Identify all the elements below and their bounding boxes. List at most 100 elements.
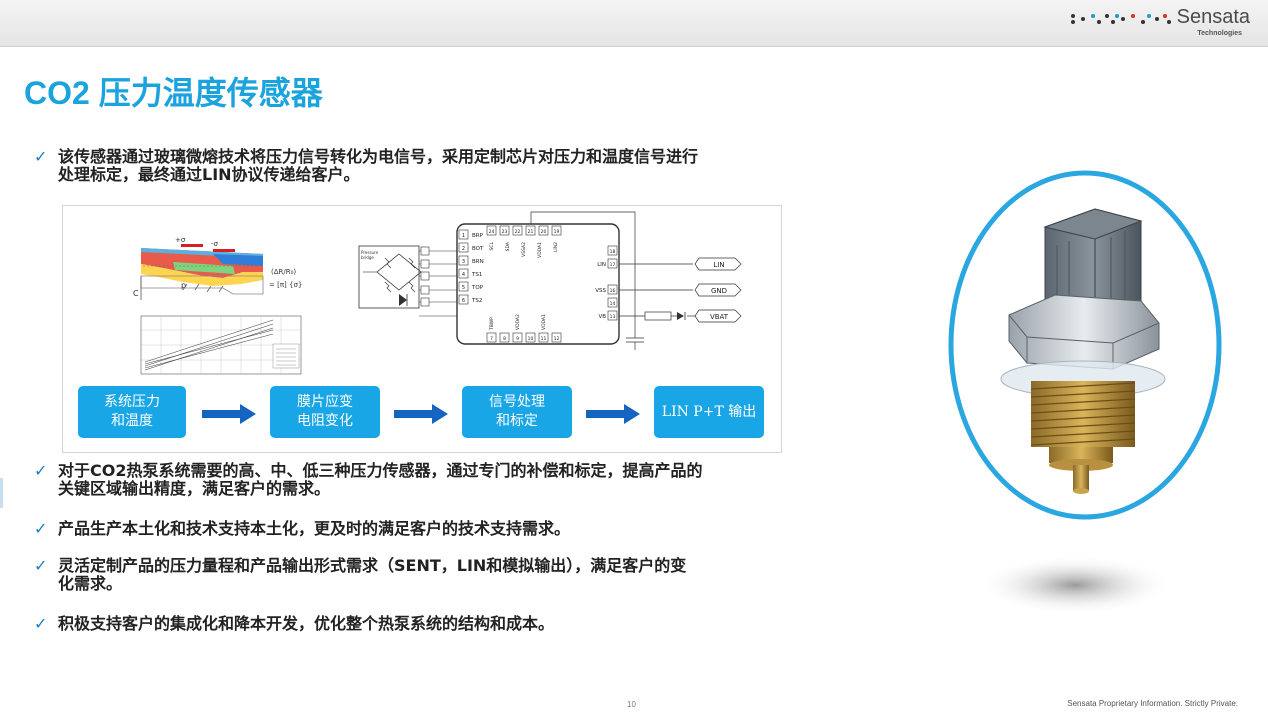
chip-pin: [486, 225, 497, 236]
chip-pin-number: 21: [528, 229, 534, 235]
flow-step-2-line1: 膜片应变: [297, 394, 353, 410]
chip-pin-number: 10: [528, 336, 534, 342]
chip-top-label: SDA: [505, 241, 511, 251]
flow-step-3-line2: 和标定: [496, 413, 538, 429]
chip-top-label: SCL: [489, 242, 495, 251]
chip-pin-number: 24: [489, 229, 495, 235]
flow-arrow-icon: [202, 404, 256, 424]
chip-pin: [607, 284, 618, 295]
chip-pin: [551, 332, 562, 343]
sensata-logo: Sensata Technologies: [1069, 6, 1250, 40]
page-title: CO2 压力温度传感器: [24, 75, 323, 111]
chip-pin-number: 19: [554, 229, 560, 235]
chip-pin: [538, 225, 549, 236]
chip-bottom-label: TBWP: [489, 317, 495, 331]
bullet-3: ✓ 产品生产本土化和技术支持本土化，更及时的满足客户的技术支持需求。: [34, 520, 570, 538]
chip-bottom-pins: 7 8 9 10 11 12 TBWP VDDA2 VDDA1: [486, 314, 562, 343]
check-icon: ✓: [34, 556, 48, 575]
flow-step-1-line1: 系统压力: [104, 394, 160, 410]
bullet-1: ✓ 该传感器通过玻璃微熔技术将压力信号转化为电信号，采用定制芯片对压力和温度信号…: [34, 148, 698, 184]
chip-pin: [499, 332, 510, 343]
flow-arrow-icon: [394, 404, 448, 424]
chip-pin-number: 4: [462, 272, 465, 278]
chip-pin-number: 14: [610, 301, 616, 307]
header-bar: [0, 0, 1268, 47]
flow-step-1: 系统压力和温度: [78, 386, 186, 438]
flow-step-3-line1: 信号处理: [489, 394, 545, 410]
chip-pin-number: 22: [515, 229, 521, 235]
chip-pin: [538, 332, 549, 343]
chip-top-label: LIN2: [553, 242, 559, 252]
chip-pin-label: TS1: [471, 272, 482, 278]
chip-pin: [458, 255, 469, 266]
chip-pin: [486, 332, 497, 343]
chip-pin-number: 11: [541, 336, 547, 342]
membrane-diagram: +σ -σ p C (ΔR/R₀) = [π] {σ}: [133, 236, 302, 300]
output-lin: LIN: [713, 261, 724, 269]
chip-pin-number: 12: [554, 336, 560, 342]
chip-bottom-label: VDDA2: [515, 314, 521, 330]
output-tags: LIN GND VBAT: [694, 257, 742, 323]
formula-line2: = [π] {σ}: [269, 281, 302, 289]
chip-pin-label: BRP: [472, 233, 484, 239]
chip-pin-label: VB: [598, 314, 606, 320]
chip-pin-label: TS2: [471, 298, 482, 304]
chip-pin-number: 9: [516, 336, 519, 342]
chip-top-label: VSSA2: [521, 242, 527, 257]
output-gnd: GND: [711, 287, 727, 295]
check-icon: ✓: [34, 614, 48, 633]
check-icon: ✓: [34, 519, 48, 538]
logo-subtitle: Technologies: [1197, 30, 1242, 37]
chip-pin: [525, 332, 536, 343]
flow-step-3: 信号处理和标定: [462, 386, 572, 438]
chip-pin: [458, 268, 469, 279]
check-icon: ✓: [34, 147, 48, 166]
page-number: 10: [627, 700, 636, 709]
chip-pin-label: TOP: [471, 285, 484, 291]
chip-pin: [525, 225, 536, 236]
flow-step-4: LIN P+T 输出: [654, 386, 764, 438]
p-label: p: [181, 281, 186, 290]
chip-pin: [499, 225, 510, 236]
minus-sigma-label: -σ: [211, 240, 219, 248]
flow-step-4-line1: LIN P+T 输出: [661, 403, 757, 420]
chip-pin-label: VSS: [595, 288, 606, 294]
cl-label: C: [133, 289, 139, 298]
chip-pin-number: 16: [610, 288, 616, 294]
footer-text: Sensata Proprietary Information. Strictl…: [1067, 699, 1238, 708]
bullet-2: ✓ 对于CO2热泵系统需要的高、中、低三种压力传感器，通过专门的补偿和标定，提高…: [34, 462, 702, 498]
chip-pin-number: 13: [610, 314, 616, 320]
flow-step-2-line2: 电阻变化: [297, 413, 353, 429]
sensor-product-image: [948, 170, 1222, 615]
flow-arrow-icon: [586, 404, 640, 424]
chip-pin-number: 7: [490, 336, 493, 342]
chip-pin: [512, 225, 523, 236]
chip-pin-label: BOT: [472, 246, 484, 252]
chip-pin-number: 2: [462, 246, 465, 252]
chip-pin-number: 20: [541, 229, 547, 235]
bridge-label-2: bridge: [361, 255, 374, 260]
chip-pin: [458, 281, 469, 292]
plus-sigma-label: +σ: [175, 236, 186, 244]
chip-pin: [607, 258, 618, 269]
bullet-2-line2: 关键区域输出精度，满足客户的需求。: [58, 479, 331, 498]
flow-step-1-line2: 和温度: [111, 413, 153, 429]
chip-pin-number: 8: [503, 336, 506, 342]
chip-pin: [512, 332, 523, 343]
chip-top-label: VDDA1: [537, 242, 543, 258]
bullet-4-line1: 灵活定制产品的压力量程和产品输出形式需求（SENT，LIN和模拟输出），满足客户…: [58, 556, 687, 575]
chip-pin-number: 5: [462, 285, 465, 291]
bullet-1-line2: 处理标定，最终通过LIN协议传递给客户。: [58, 165, 360, 184]
chip-bottom-label: VDDA1: [541, 314, 547, 330]
chip-pin: [458, 242, 469, 253]
figure-graphics: +σ -σ p C (ΔR/R₀) = [π] {σ}: [133, 211, 742, 375]
bullet-2-line1: 对于CO2热泵系统需要的高、中、低三种压力传感器，通过专门的补偿和标定，提高产品…: [58, 461, 703, 480]
bullet-5-line1: 积极支持客户的集成化和降本开发，优化整个热泵系统的结构和成本。: [58, 614, 555, 633]
left-edge-mark: [0, 478, 3, 508]
formula-line1: (ΔR/R₀): [271, 268, 296, 276]
chip-pin-number: 1: [462, 233, 465, 239]
chip-pin-number: 17: [610, 262, 616, 268]
